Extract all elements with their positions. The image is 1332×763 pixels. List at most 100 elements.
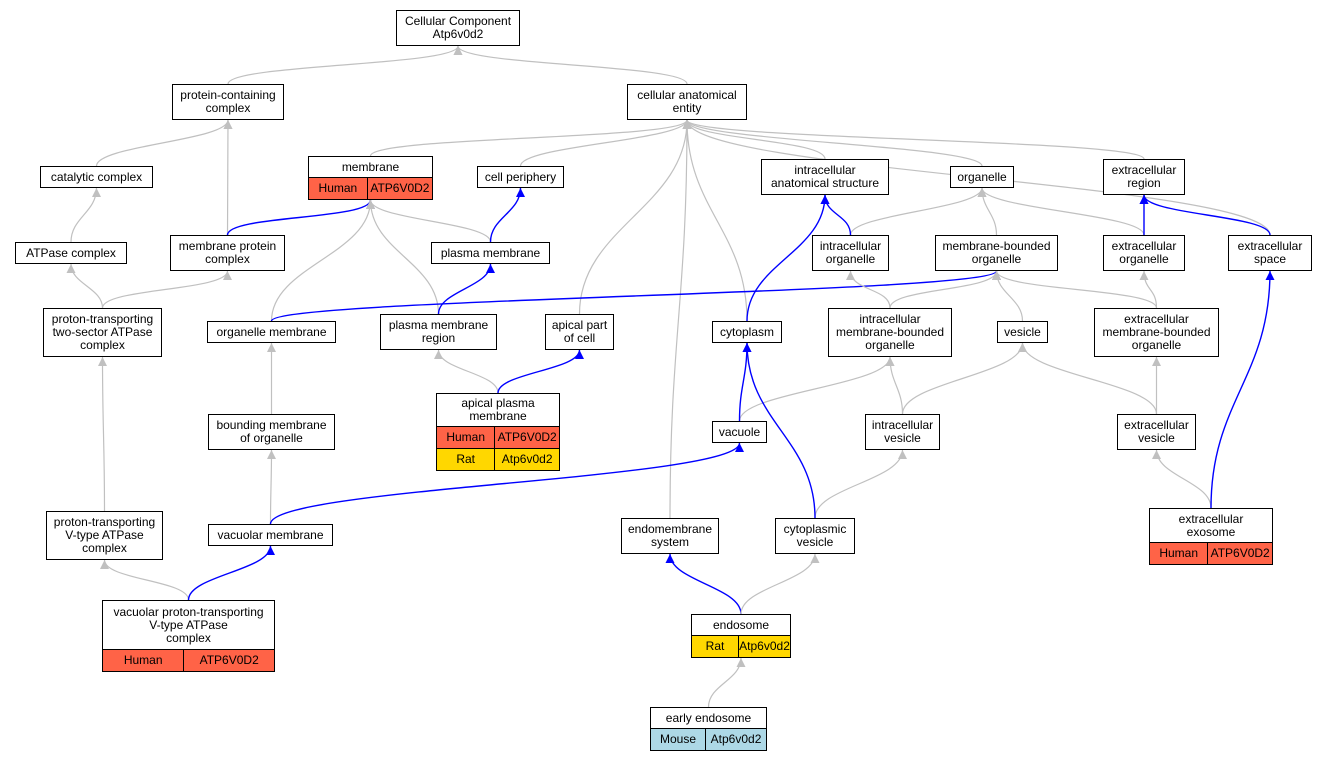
term-label: proton-transporting V-type ATPase comple… [53,515,156,555]
term-label: cell periphery [484,169,557,184]
is-a-edge [682,119,748,322]
species-cell: Human [1159,546,1198,560]
term-label: extracellular exosome [1178,511,1244,539]
is-a-edge [814,449,907,519]
species-cell: Human [123,653,163,667]
term-label: early endosome [665,710,752,725]
term-node: vacuole [712,421,767,443]
term-node: catalytic complex [40,166,153,188]
term-node: intracellular organelle [812,235,889,271]
term-label: membrane protein complex [178,239,277,266]
term-label: vacuolar membrane [217,527,324,542]
part-of-edge [1210,270,1275,509]
is-a-edge [682,119,826,160]
term-node: vacuolar membrane [208,524,333,546]
gene-cell: ATP6V0D2 [1207,543,1272,564]
term-label: endomembrane system [627,522,713,549]
is-a-edge [66,263,104,309]
is-a-edge [977,187,1145,236]
term-label: intracellular membrane-bounded organelle [835,312,945,352]
part-of-edge [746,194,830,322]
is-a-edge [519,119,692,167]
term-label: intracellular vesicle [871,418,934,445]
gene-cell: Atp6v0d2 [494,449,559,470]
is-a-edge [1152,449,1212,509]
part-of-edge [270,270,1001,322]
is-a-edge [992,270,1024,322]
term-label: intracellular anatomical structure [770,163,880,190]
term-node: cytoplasmic vesicle [775,518,855,554]
annotation-row: Mouse Atp6v0d2 [651,728,766,750]
term-node: proton-transporting two-sector ATPase co… [43,308,162,357]
annotation-row: Rat Atp6v0d2 [437,448,559,470]
term-node: proton-transporting V-type ATPase comple… [46,511,163,560]
is-a-edge [266,449,276,525]
term-node: protein-containing complex [172,84,284,120]
term-node: plasma membrane region [380,314,497,350]
is-a-edge [227,45,463,85]
term-node: ATPase complex [15,242,127,264]
term-label: endosome [712,617,770,632]
is-a-edge [849,187,987,236]
part-of-edge [665,553,742,615]
gene-cell: ATP6V0D2 [494,427,559,448]
annotation-row: Rat Atp6v0d2 [692,635,790,657]
part-of-edge [269,442,744,525]
term-label: membrane-bounded organelle [942,239,1051,266]
term-node: apical part of cell [545,314,614,350]
is-a-edge [98,356,108,512]
term-label: plasma membrane [440,245,541,260]
term-label: vesicle [1004,324,1041,339]
is-a-edge [366,199,440,315]
term-node: endomembrane system [621,518,719,554]
term-label: catalytic complex [50,169,143,184]
is-a-edge [100,559,190,601]
term-label: Cellular Component Atp6v0d2 [404,14,512,41]
term-node: organelle [950,166,1014,188]
part-of-edge [738,342,752,422]
term-node: cell periphery [477,166,564,188]
part-of-edge [1139,194,1271,236]
term-label: protein-containing complex [180,88,276,115]
part-of-edge [226,199,375,236]
is-a-edge [901,342,1027,415]
is-a-edge [1139,270,1158,309]
term-node: extracellular region [1103,159,1185,195]
term-label: organelle [957,169,1007,184]
species-cell: Mouse [660,732,697,746]
term-node: membrane-bounded organelle [935,235,1058,271]
term-label: membrane [341,159,400,174]
is-a-edge [95,119,233,167]
term-node: extracellular organelle [1103,235,1185,271]
term-node: membrane protein complex [170,235,285,271]
part-of-edge [437,263,495,315]
gene-cell: Atp6v0d2 [705,729,766,750]
term-node: cellular anatomical entity [627,84,747,120]
is-a-edge [992,270,1158,309]
is-a-edge [369,119,692,157]
term-label: organelle membrane [216,324,327,339]
term-node: Cellular Component Atp6v0d2 [396,10,520,46]
term-label: intracellular organelle [819,239,882,266]
term-label: plasma membrane region [388,318,489,345]
species-cell: Rat [456,452,475,466]
species-cell: Rat [705,639,725,653]
annotation-row: Human ATP6V0D2 [1150,542,1272,564]
gene-cell: Atp6v0d2 [738,636,790,657]
term-label: extracellular organelle [1111,239,1177,266]
term-label: extracellular vesicle [1124,418,1189,445]
term-label: ATPase complex [26,245,116,260]
is-a-edge [1018,342,1158,415]
term-label: proton-transporting two-sector ATPase co… [51,312,154,352]
is-a-edge [101,270,232,309]
is-a-edge [682,119,1145,160]
is-a-edge [669,119,692,519]
term-node: extracellular vesicle [1117,414,1196,450]
term-label: cytoplasmic vesicle [783,522,847,549]
term-node: intracellular anatomical structure [761,159,889,195]
